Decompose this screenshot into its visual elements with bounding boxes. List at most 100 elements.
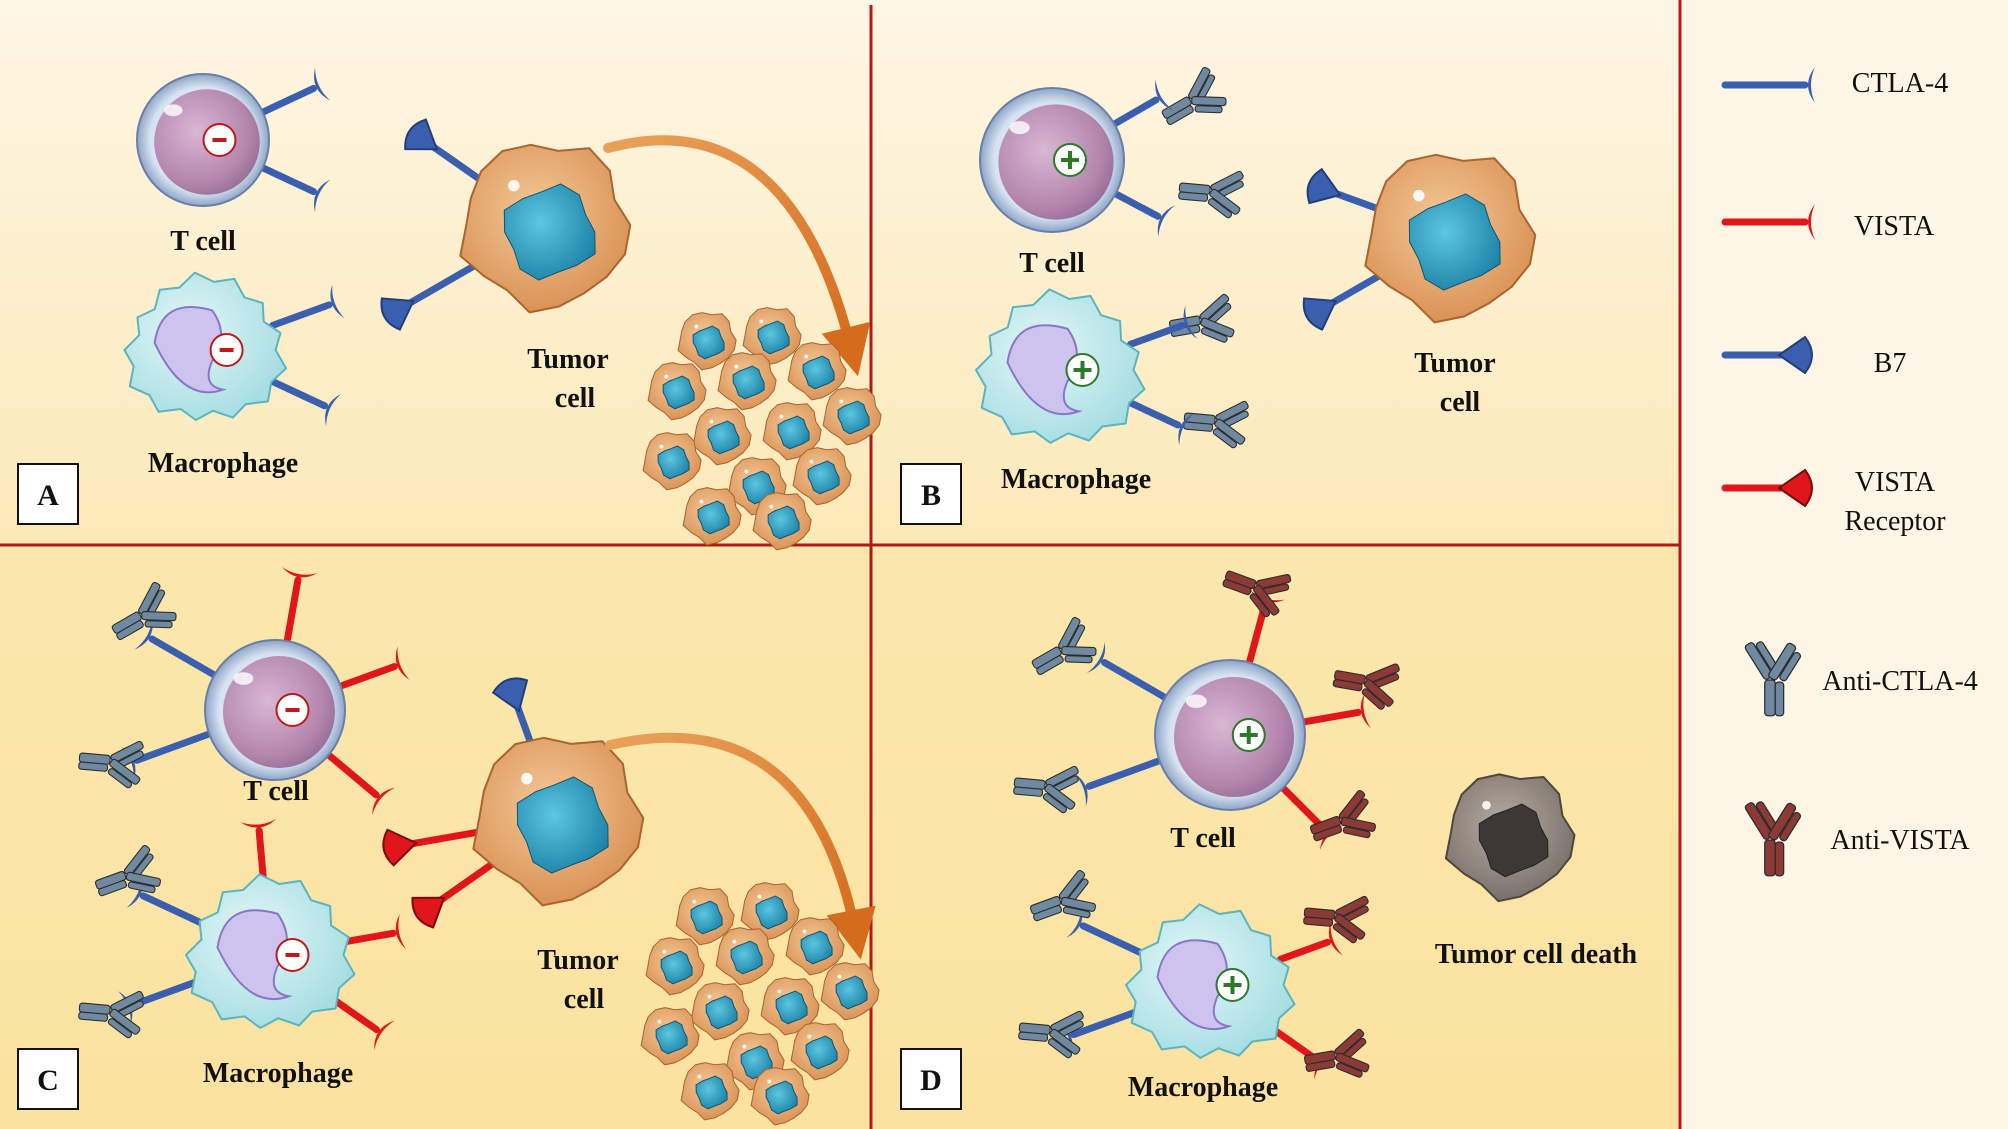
panel-c-tumor-cluster-cell-1 [740, 882, 800, 941]
panel-d-tcell [1154, 659, 1306, 811]
panel-a-tumor-cluster-cell-5 [692, 407, 752, 466]
panel-c-tumor-cluster-cell-10 [790, 1022, 850, 1081]
panel-c-tumor-cluster-cell-8 [640, 1007, 700, 1066]
legend-anti-ctla4-icon [1744, 641, 1802, 717]
panel-a-proliferation-arrow [603, 135, 871, 377]
panel-b-tumor-b7-1 [1306, 167, 1381, 212]
panel-a-tumor-cluster-cell-3 [717, 352, 777, 411]
panel-c-anti-ctla4-2 [78, 740, 144, 789]
panel-d-macrophage-sign [1215, 968, 1250, 1002]
panel-a-macrophage-ctla4-2 [266, 376, 342, 427]
panel-c-tcell [204, 639, 346, 781]
panel-d-anti-vista-2 [1332, 663, 1400, 710]
panel-b-anti-ctla4-2 [1178, 170, 1244, 219]
panel-c-tcell-vista-1 [281, 567, 318, 643]
legend-vista-receptor-label-2: Receptor [1844, 506, 1946, 537]
panel-c-letter-box [17, 1048, 79, 1110]
panel-a-tumor-cluster-cell-12 [752, 492, 812, 551]
panel-c-macrophage-ctla4-1 [126, 875, 206, 927]
panel-c-tumor-cluster-cell-12 [750, 1067, 810, 1126]
panel-a-tumor-cluster-cell-11 [682, 487, 742, 546]
panel-a-tumor-cluster-cell-7 [822, 387, 882, 446]
legend-background [1680, 0, 2008, 1129]
panel-d-dead-tumor [1444, 773, 1576, 903]
panel-c-tcell-ctla4-1 [134, 618, 217, 678]
panel-c-macrophage-label: Macrophage [203, 1058, 353, 1089]
panel-a-letter: A [37, 479, 59, 512]
panel-d-anti-ctla4-2 [1013, 765, 1079, 814]
legend-b7-label: B7 [1874, 348, 1907, 379]
panel-d-anti-ctla4-1 [1031, 616, 1097, 675]
panel-c-tcell-sign [275, 693, 310, 727]
panel-d-tcell-vista-2 [1300, 692, 1371, 729]
panel-a-macrophage [123, 271, 288, 421]
panel-a-letter-box [17, 463, 79, 525]
panel-a-tumor-cluster-cell-0 [677, 312, 737, 371]
panel-b-tumor [1364, 153, 1537, 324]
panel-a-tumor-b7-1 [404, 118, 485, 184]
panel-d-anti-vista-3 [1309, 789, 1376, 842]
panel-c-anti-ctla4-4 [78, 990, 144, 1039]
panel-d-anti-vista-5 [1303, 1028, 1370, 1078]
panel-c-tumor-cluster-cell-7 [820, 962, 880, 1021]
panel-c-proliferation-arrow [605, 732, 876, 960]
legend-anti-vista-icon [1744, 801, 1802, 877]
panel-d-tcell-ctla4-1 [1086, 641, 1169, 701]
panel-c-tumor-cluster-cell-4 [785, 917, 845, 976]
panel-c-tumor-cluster-cell-3 [715, 927, 775, 986]
panel-c-anti-ctla4-3 [94, 844, 161, 897]
panel-a-tumor-cluster-cell-8 [642, 432, 702, 491]
legend-vista-receptor-label-1: VISTA [1855, 467, 1936, 498]
panel-c-tumor-b7 [491, 677, 535, 747]
panel-d-anti-vista-4 [1303, 895, 1369, 944]
panel-d-letter-box [900, 1048, 962, 1110]
legend-vista-receptor-icon [1721, 468, 1813, 508]
panel-d-tcell-ctla4-2 [1073, 757, 1164, 807]
panel-d-anti-vista-1 [1222, 570, 1292, 618]
panel-a-macrophage-sign [209, 333, 244, 367]
panel-c-macrophage-vista-3 [327, 994, 396, 1051]
panel-c-tumor-cluster-cell-6 [760, 977, 820, 1036]
panel-d-macrophage-label: Macrophage [1128, 1072, 1278, 1103]
panel-a-tumor-cluster-cell-10 [792, 447, 852, 506]
panel-b-tcell-ctla4-1 [1109, 79, 1174, 129]
panel-c-macrophage [185, 873, 356, 1029]
panel-a-tcell-ctla4-1 [255, 67, 331, 118]
panel-b-macrophage-ctla4-2 [1124, 398, 1195, 446]
panel-a-tumor-cluster-cell-6 [762, 402, 822, 461]
panel-c-tumor-label-1: Tumor [537, 945, 618, 976]
panel-b-tumor-label-1: Tumor [1414, 348, 1495, 379]
panel-b-letter-box [900, 463, 962, 525]
panel-c-anti-ctla4-1 [111, 581, 177, 640]
panel-c-tumor-vista-receptor-2 [411, 860, 496, 929]
panel-c-tumor-cluster-cell-0 [675, 887, 735, 946]
panel-a-macrophage-ctla4-1 [269, 284, 345, 329]
panel-b-tcell [979, 87, 1125, 233]
panel-d-macrophage-ctla4-1 [1066, 905, 1146, 957]
panel-c-tumor [472, 736, 645, 907]
panel-b-letter: B [921, 479, 941, 512]
legend-vista-icon [1721, 204, 1815, 240]
panel-d-tcell-sign [1231, 718, 1266, 752]
panel-c-macrophage-sign [275, 938, 310, 972]
panel-c-tcell-vista-3 [326, 752, 396, 816]
panel-b-tcell-label: T cell [1019, 248, 1085, 279]
panel-d-letter: D [920, 1064, 942, 1097]
panel-a-tumor-label-2: cell [555, 383, 596, 414]
panel-b-tcell-sign [1053, 143, 1087, 177]
panel-d-tumor-death-label: Tumor cell death [1435, 939, 1638, 970]
panel-b-macrophage-sign [1065, 353, 1100, 387]
panel-c-tcell-vista-2 [339, 646, 410, 689]
panel-c-tumor-cluster-cell-11 [680, 1062, 740, 1121]
panel-b-anti-ctla4-1 [1161, 66, 1227, 125]
legend-anti-vista-label: Anti-VISTA [1830, 825, 1970, 856]
panel-a-tumor-b7-2 [380, 260, 481, 331]
panel-c-tumor-cluster-cell-2 [645, 937, 705, 996]
panel-d-macrophage [1125, 903, 1296, 1059]
panel-b-macrophage-label: Macrophage [1001, 464, 1151, 495]
panel-a-tcell-sign [202, 123, 237, 157]
panel-c-macrophage-vista-2 [340, 913, 407, 950]
panel-b-tumor-b7-2 [1302, 270, 1386, 331]
panel-a-tcell-ctla4-2 [255, 162, 331, 213]
